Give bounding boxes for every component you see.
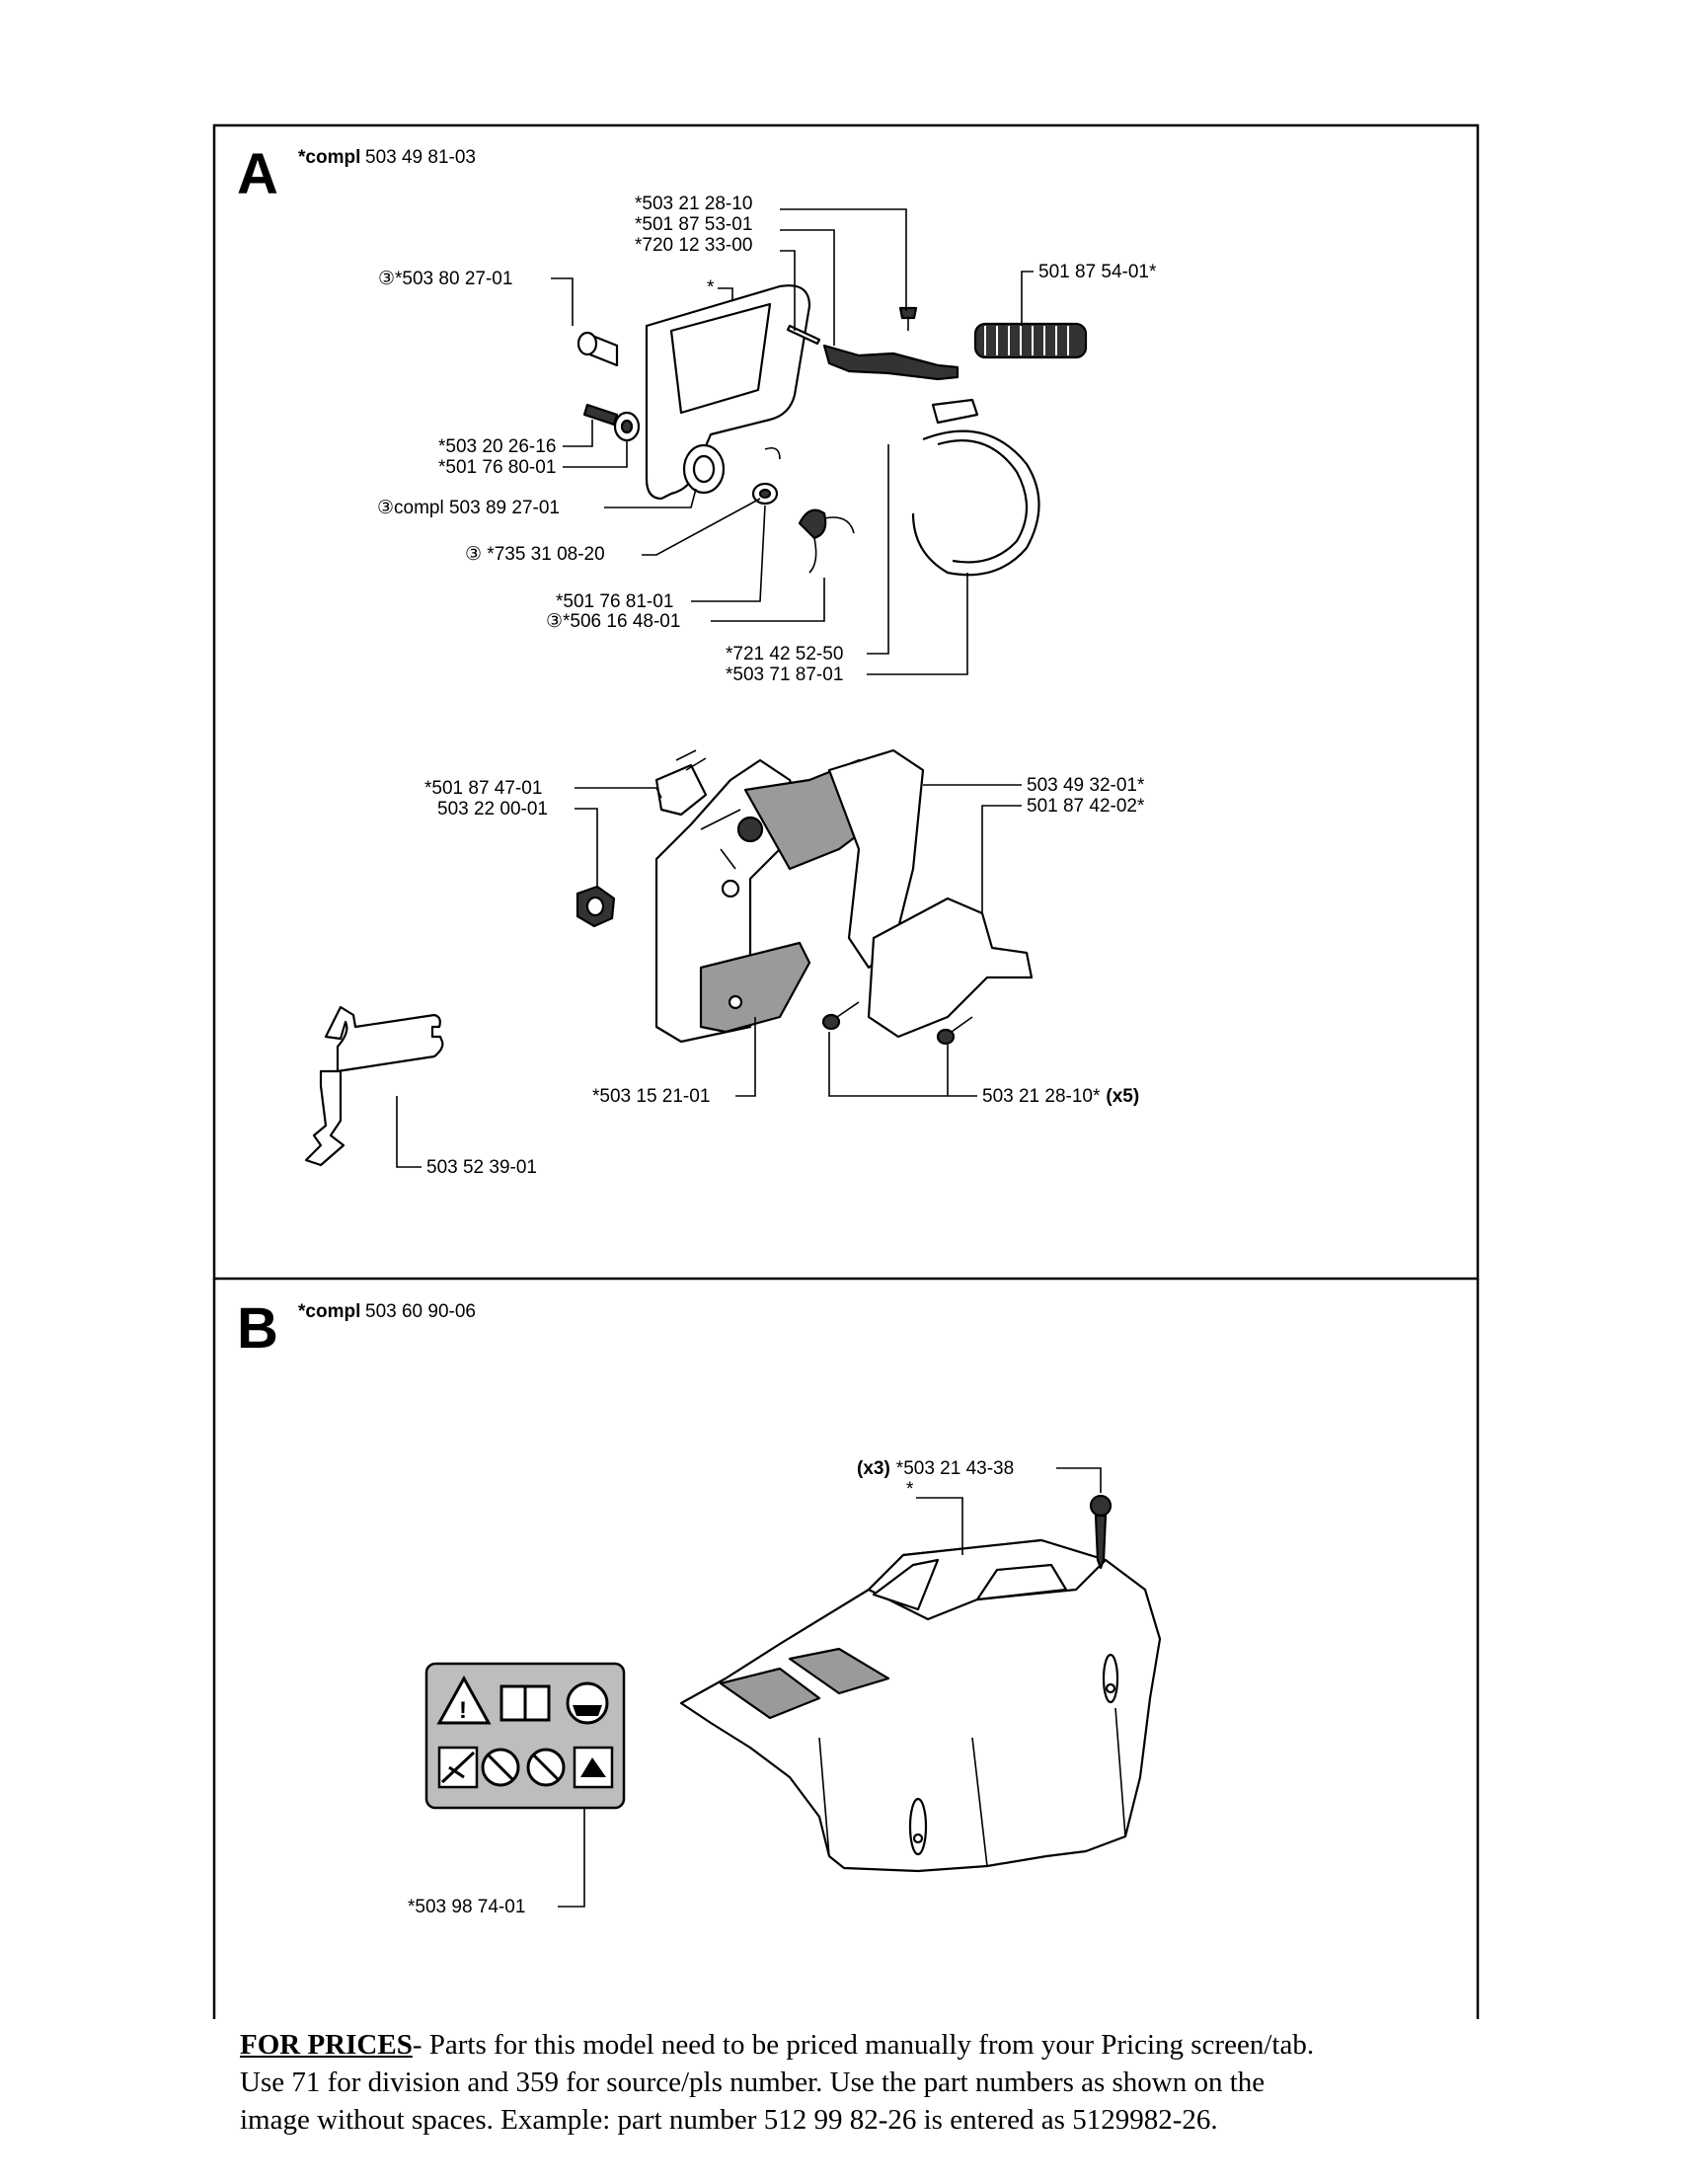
tool-part [304,1005,444,1167]
label-503-15-21-01: *503 15 21-01 [592,1086,710,1107]
kickback-warning-icon [437,1746,479,1789]
label-503-80-27-01: ③*503 80 27-01 [378,269,512,289]
panel-a-compl-prefix: *compl [298,147,360,168]
sleeve-part [576,331,619,367]
panel-b-compl-number: 503 60 90-06 [365,1301,476,1322]
label-501-76-81-01: *501 76 81-01 [556,591,673,612]
label-735-31-08-20: ③ *735 31 08-20 [465,544,605,565]
label-503-21-28-10-top: *503 21 28-10 [635,194,752,214]
label-503-21-43-38: (x3) *503 21 43-38 [857,1458,1014,1479]
label-503-98-74-01: *503 98 74-01 [408,1897,525,1917]
panel-b-compl-prefix: *compl [298,1301,360,1322]
label-503-71-87-01: *503 71 87-01 [726,664,843,685]
label-asterisk-cover: * [906,1479,914,1500]
label-506-16-48-01: ③*506 16 48-01 [546,611,680,632]
label-501-87-42-02: 501 87 42-02* [1027,796,1145,817]
label-503-52-39-01: 503 52 39-01 [426,1157,537,1178]
manual-book-icon [499,1684,551,1722]
panel-b-letter: B [237,1296,278,1361]
guide-plate-part [654,749,708,817]
label-asterisk-handle: * [707,277,715,298]
label-503-20-26-16: *503 20 26-16 [438,436,556,457]
no-one-hand-icon [481,1748,520,1787]
clip-part [764,446,781,460]
label-503-21-28-10-x5-number: 503 21 28-10* [982,1086,1101,1107]
label-x5-suffix: (x5) [1106,1086,1139,1107]
no-tip-cutting-icon [526,1748,566,1787]
label-503-49-32-01: 503 49 32-01* [1027,775,1145,796]
panel-a-letter: A [237,142,278,206]
for-prices-heading: FOR PRICES [240,2029,413,2061]
bolt-part [582,403,619,427]
label-503-22-00-01: 503 22 00-01 [437,799,548,819]
label-720-12-33-00: *720 12 33-00 [635,235,752,256]
panel-a-compl-number: 503 49 81-03 [365,147,476,168]
panel-b-frame [212,1279,1480,2019]
two-hand-operation-icon [573,1746,614,1789]
label-501-87-53-01: *501 87 53-01 [635,214,752,235]
panel-a-frame [212,123,1480,1281]
label-721-42-52-50: *721 42 52-50 [726,644,843,664]
label-501-87-47-01: *501 87 47-01 [424,778,542,799]
pricing-note: FOR PRICES- Parts for this model need to… [240,2026,1523,2139]
chain-brake-handle [645,284,811,501]
label-503-21-43-38-number: *503 21 43-38 [896,1458,1014,1479]
nut-part [576,885,616,928]
label-501-76-80-01: *501 76 80-01 [438,457,556,478]
screw-part [898,306,918,331]
pricing-note-line-3: image without spaces. Example: part numb… [240,2104,1218,2136]
warning-triangle-icon: ! [436,1675,492,1725]
label-501-87-54-01: 501 87 54-01* [1038,262,1157,282]
pricing-note-line-1: FOR PRICES- Parts for this model need to… [240,2026,1523,2064]
cover-screw-part [1089,1494,1113,1570]
warning-decal: ! [424,1662,626,1810]
svg-text:!: ! [459,1697,467,1724]
label-503-21-28-10-x5: 503 21 28-10*(x5) [982,1086,1139,1107]
pin-part [786,324,821,346]
spring-part [973,322,1088,359]
return-spring-part [798,508,855,574]
label-x3-prefix: (x3) [857,1458,890,1479]
top-cover-part [679,1538,1162,1873]
cover-screws [821,1001,973,1046]
washer-part [613,411,641,442]
pricing-note-line-2: Use 71 for division and 359 for source/p… [240,2067,1266,2098]
lever-part [822,344,960,381]
label-compl-503-89-27-01: ③compl 503 89 27-01 [377,498,560,518]
brake-band-part [911,398,1040,577]
pricing-note-text-1: - Parts for this model need to be priced… [412,2029,1315,2061]
protective-gear-icon [566,1681,609,1725]
chain-brake-housing [654,748,1034,1044]
